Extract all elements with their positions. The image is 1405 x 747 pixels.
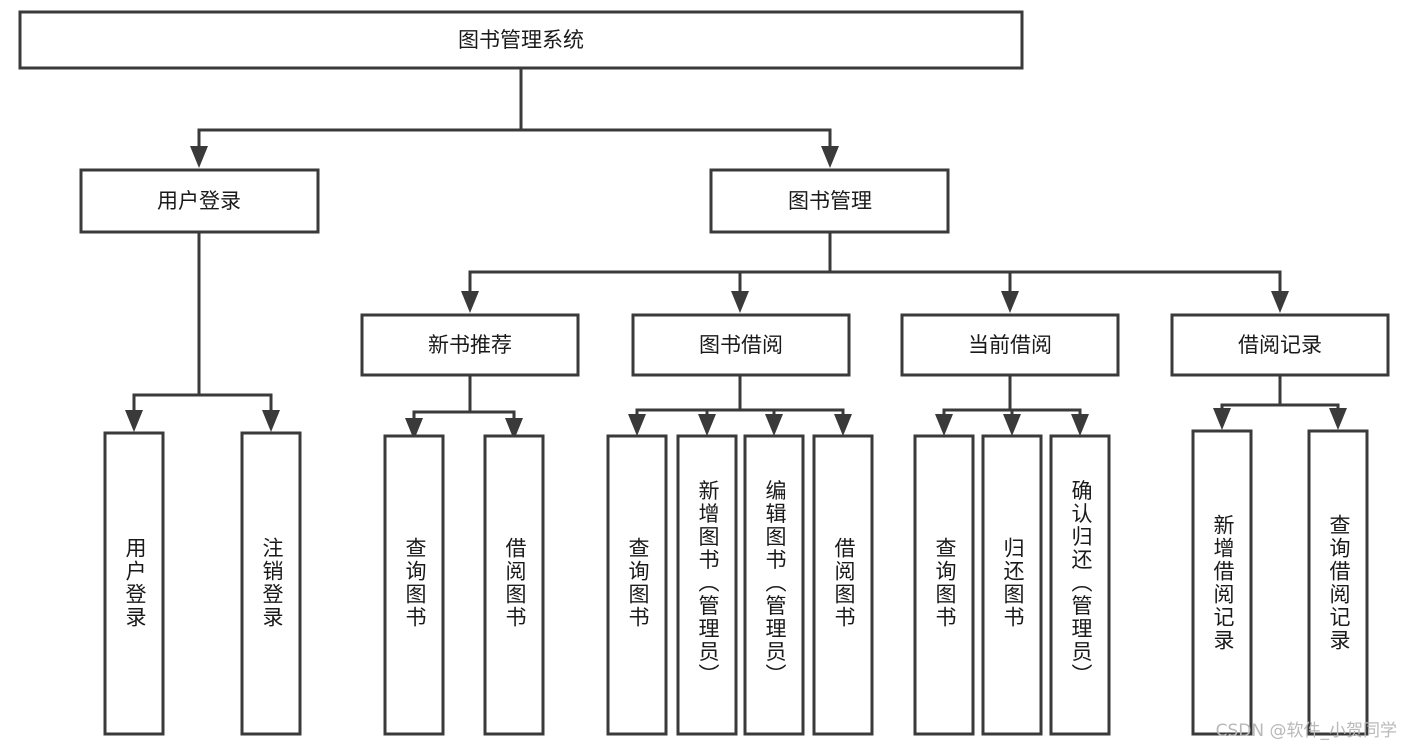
node-root-box[interactable] [18, 10, 1024, 70]
arrow-to-book-borrow-icon [731, 291, 749, 313]
node-book-borrow[interactable]: 图书借阅 [631, 313, 851, 377]
node-leaf-confirm-return-label: 确认归还（管理员） [1069, 480, 1093, 687]
node-book-borrow-box[interactable] [631, 313, 851, 377]
node-new-book-recommend-box[interactable] [360, 313, 580, 377]
arrow-to-book-management-icon [821, 146, 839, 168]
node-user-login-box[interactable] [79, 168, 320, 234]
arrow-to-current-borrow-icon [1001, 291, 1019, 313]
arrow-to-leaf-edit-book-icon [765, 414, 783, 436]
node-leaf-query-record-box[interactable] [1307, 429, 1369, 736]
node-leaf-borrow-book-1-box[interactable] [483, 434, 545, 736]
edge-group-book-borrow [628, 373, 852, 436]
arrow-to-borrow-record-icon [1271, 291, 1289, 313]
arrow-to-leaf-add-book-icon [698, 414, 716, 436]
edge-group-book-management [461, 230, 1289, 313]
node-leaf-logout-login-label: 注销登录 [260, 537, 284, 629]
node-book-borrow-label: 图书借阅 [699, 333, 783, 357]
edge-group-borrow-record [1213, 373, 1347, 430]
node-leaf-borrow-book-1-label: 借阅图书 [503, 537, 527, 629]
node-leaf-confirm-return-box[interactable] [1049, 434, 1111, 736]
node-leaf-query-book-2-label: 查询图书 [626, 537, 650, 629]
arrow-to-leaf-logout-login-icon [262, 410, 280, 432]
edge-group-new-book [405, 373, 523, 440]
node-book-management-label: 图书管理 [788, 189, 872, 213]
node-current-borrow-label: 当前借阅 [968, 333, 1052, 357]
node-new-book-recommend[interactable]: 新书推荐 [360, 313, 580, 377]
arrow-to-leaf-confirm-return-icon [1071, 414, 1089, 436]
arrow-to-leaf-query-record-icon [1329, 408, 1347, 430]
arrow-to-user-login-icon [190, 146, 208, 168]
node-leaf-add-book-box[interactable] [676, 434, 738, 736]
node-leaf-query-book-1-box[interactable] [383, 434, 445, 736]
leaf-label-group: 用户登录 注销登录 查询图书 借阅图书 查询图书 新增图书（管理员） 编辑图书（… [123, 480, 1351, 687]
arrow-to-leaf-borrow-book-2-icon [834, 414, 852, 436]
arrow-to-leaf-return-book-icon [1003, 414, 1021, 436]
node-root-label: 图书管理系统 [458, 28, 584, 52]
leaf-box-group [103, 429, 1369, 736]
node-borrow-record-label: 借阅记录 [1238, 333, 1322, 357]
node-leaf-query-book-3-box[interactable] [913, 434, 975, 736]
edge-group-user-login [125, 230, 280, 432]
node-user-login[interactable]: 用户登录 [79, 168, 320, 234]
arrow-to-leaf-query-book-3-icon [935, 414, 953, 436]
arrow-to-leaf-user-login-icon [125, 410, 143, 432]
edge-group-current-borrow [935, 373, 1089, 436]
node-borrow-record-box[interactable] [1170, 313, 1390, 377]
node-user-login-label: 用户登录 [157, 189, 241, 213]
node-leaf-query-book-2-box[interactable] [606, 434, 668, 736]
node-leaf-add-book-label: 新增图书（管理员） [696, 480, 720, 687]
node-leaf-edit-book-box[interactable] [743, 434, 805, 736]
arrow-to-leaf-query-book-2-icon [628, 414, 646, 436]
node-leaf-user-login-box[interactable] [103, 431, 165, 736]
node-leaf-query-book-1-label: 查询图书 [403, 537, 427, 629]
node-leaf-logout-login-box[interactable] [240, 431, 302, 736]
node-leaf-add-record-box[interactable] [1191, 429, 1253, 736]
node-new-book-recommend-label: 新书推荐 [428, 333, 512, 357]
node-root[interactable]: 图书管理系统 [18, 10, 1024, 70]
node-leaf-query-record-label: 查询借阅记录 [1327, 514, 1351, 652]
arrow-to-leaf-add-record-icon [1213, 408, 1231, 430]
arrow-to-new-book-icon [461, 291, 479, 313]
node-book-management-box[interactable] [709, 168, 950, 234]
node-book-management[interactable]: 图书管理 [709, 168, 950, 234]
node-leaf-borrow-book-2-box[interactable] [812, 434, 874, 736]
node-leaf-borrow-book-2-label: 借阅图书 [832, 537, 856, 629]
node-leaf-query-book-3-label: 查询图书 [933, 537, 957, 629]
node-leaf-add-record-label: 新增借阅记录 [1211, 514, 1235, 652]
node-leaf-edit-book-label: 编辑图书（管理员） [763, 480, 787, 687]
node-leaf-user-login-label: 用户登录 [123, 537, 147, 629]
edge-group-root [190, 66, 839, 168]
node-leaf-return-book-box[interactable] [981, 434, 1043, 736]
node-current-borrow-box[interactable] [900, 313, 1120, 377]
node-borrow-record[interactable]: 借阅记录 [1170, 313, 1390, 377]
node-current-borrow[interactable]: 当前借阅 [900, 313, 1120, 377]
node-leaf-return-book-label: 归还图书 [1001, 537, 1025, 629]
